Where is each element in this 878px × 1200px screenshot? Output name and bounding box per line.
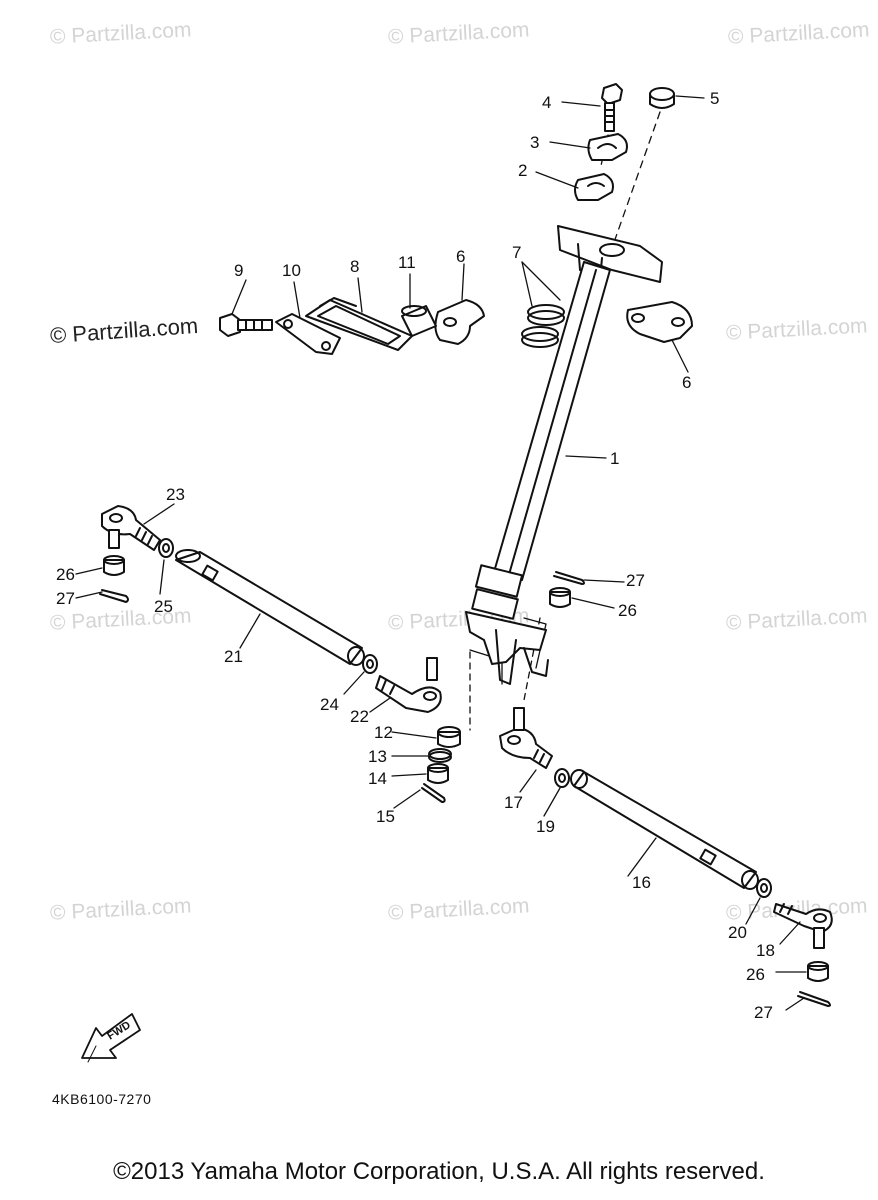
cotter-pin-part	[421, 783, 446, 803]
cotter-pin-part	[99, 589, 129, 603]
callout-9: 9	[234, 261, 243, 280]
holder-part	[434, 299, 485, 345]
callout-7: 7	[512, 243, 521, 262]
lower-clamp-part	[574, 173, 614, 201]
centerline	[611, 111, 661, 249]
callout-25: 25	[154, 597, 173, 616]
nut-part	[756, 878, 772, 898]
copyright-notice: ©2013 Yamaha Motor Corporation, U.S.A. A…	[113, 1158, 765, 1185]
castle-nut-part	[103, 555, 125, 576]
callout-1: 1	[610, 449, 619, 468]
forward-arrow-icon	[81, 1013, 141, 1063]
callout-6: 6	[456, 247, 465, 266]
castle-nut-part	[549, 587, 571, 608]
tie-rod-end-part	[375, 657, 442, 713]
callout-4: 4	[542, 93, 551, 112]
callout-26: 26	[618, 601, 637, 620]
callout-26: 26	[746, 965, 765, 984]
callout-22: 22	[350, 707, 369, 726]
callout-27: 27	[626, 571, 645, 590]
callout-6: 6	[682, 373, 691, 392]
callout-26: 26	[56, 565, 75, 584]
callout-21: 21	[224, 647, 243, 666]
callout-16: 16	[632, 873, 651, 892]
cotter-pin-part	[797, 991, 831, 1007]
bolt-part	[601, 83, 623, 132]
collar-part	[401, 305, 437, 337]
callout-17: 17	[504, 793, 523, 812]
callout-5: 5	[710, 89, 719, 108]
tie-rod-end-part	[101, 505, 161, 551]
tie-rod-part	[570, 769, 759, 890]
callout-27: 27	[754, 1003, 773, 1022]
link-part	[275, 313, 341, 355]
centerline	[523, 617, 547, 669]
nut-part	[362, 654, 378, 674]
callout-10: 10	[282, 261, 301, 280]
tie-rod-end-part	[499, 707, 553, 769]
callout-23: 23	[166, 485, 185, 504]
washer-part	[428, 748, 452, 763]
diagram-part-code: 4KB6100-7270	[52, 1091, 152, 1107]
holder-part	[626, 301, 693, 343]
bolt-part	[219, 313, 273, 337]
tie-rod-end-part	[773, 903, 833, 949]
cap-part	[649, 87, 675, 109]
callout-2: 2	[518, 161, 527, 180]
callout-13: 13	[368, 747, 387, 766]
bushing-part	[521, 304, 565, 348]
washer-part	[437, 726, 461, 748]
callout-20: 20	[728, 923, 747, 942]
nut-part	[158, 538, 174, 558]
leader-lines	[75, 95, 807, 1011]
cotter-pin-part	[553, 571, 585, 585]
callout-14: 14	[368, 769, 387, 788]
callout-24: 24	[320, 695, 339, 714]
castle-nut-part	[807, 961, 829, 982]
callout-numbers: 4 5 3 2 9 10 8 11 6 7 6 1 23 26 27 25 21…	[56, 89, 775, 1022]
nut-part	[554, 768, 570, 788]
callout-11: 11	[398, 253, 416, 272]
callout-15: 15	[376, 807, 395, 826]
plate-part	[305, 297, 413, 351]
upper-clamp-part	[587, 133, 628, 161]
callout-27: 27	[56, 589, 75, 608]
castle-nut-part	[427, 763, 449, 784]
steering-column-part	[465, 261, 611, 685]
callout-19: 19	[536, 817, 555, 836]
callout-3: 3	[530, 133, 539, 152]
callout-12: 12	[374, 723, 393, 742]
tie-rod-part	[175, 549, 365, 666]
callout-18: 18	[756, 941, 775, 960]
callout-8: 8	[350, 257, 359, 276]
